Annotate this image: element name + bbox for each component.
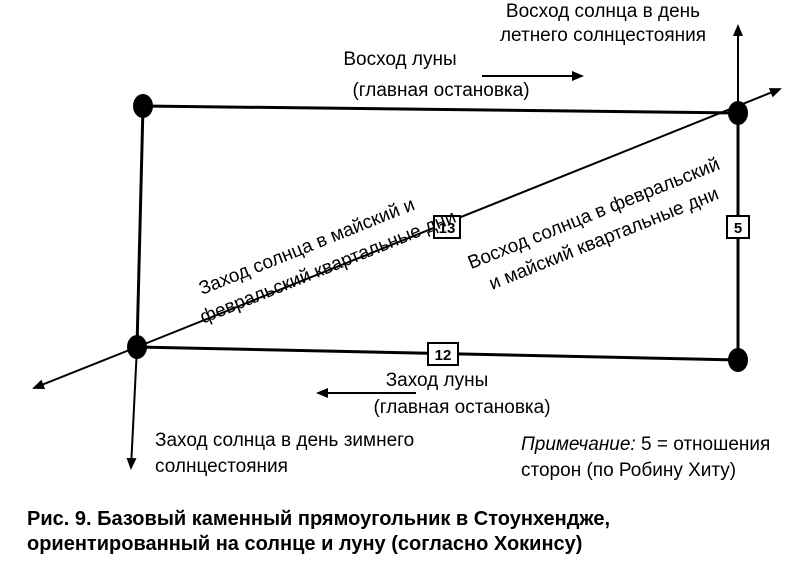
rectangle-top-side xyxy=(142,104,739,115)
ratio-note-line1: Примечание: 5 = отношения xyxy=(521,432,770,458)
stone-bottom-left xyxy=(127,335,147,359)
diagonal-axis-line-sw xyxy=(32,346,138,389)
stone-top-left xyxy=(133,94,153,118)
winter-sunset-label-line1: Заход солнца в день зимнего xyxy=(155,430,414,451)
note-prefix: Примечание: xyxy=(521,434,636,455)
summer-sunrise-label-line1: Восход солнца в день xyxy=(506,1,700,22)
ratio-note: Примечание: 5 = отношения сторон (по Роб… xyxy=(521,432,770,484)
caption-label: Рис. 9. xyxy=(27,508,92,530)
rectangle-left-side xyxy=(135,105,145,348)
caption-text-line2: ориентированный на солнце и луну (соглас… xyxy=(27,533,583,555)
moonset-label-line2: (главная остановка) xyxy=(373,397,550,418)
moonrise-label-line2: (главная остановка) xyxy=(352,80,529,101)
right-side-number: 5 xyxy=(734,220,742,237)
diagonal-number-box: 13 xyxy=(433,215,461,239)
right-side-number-box: 5 xyxy=(726,215,750,239)
moonrise-label-line1: Восход луны xyxy=(343,49,456,70)
figure-caption: Рис. 9. Базовый каменный прямоугольник в… xyxy=(27,507,787,557)
caption-line1: Рис. 9. Базовый каменный прямоугольник в… xyxy=(27,507,787,532)
note-text-line1: 5 = отношения xyxy=(635,434,771,455)
moonset-label-line1: Заход луны xyxy=(386,370,489,391)
caption-text-line1: Базовый каменный прямоугольник в Стоунхе… xyxy=(91,508,611,530)
stone-bottom-right xyxy=(728,348,748,372)
diagonal-number: 13 xyxy=(439,220,456,237)
winter-sunset-arrow xyxy=(126,346,138,470)
summer-sunrise-label-line2: летнего солнцестояния xyxy=(500,25,706,46)
stone-top-right xyxy=(728,101,748,125)
bottom-side-number-box: 12 xyxy=(427,342,459,366)
note-text-line2: сторон (по Робину Хиту) xyxy=(521,460,737,481)
winter-sunset-label-line2: солнцестояния xyxy=(155,456,288,477)
bottom-side-number: 12 xyxy=(435,347,452,364)
